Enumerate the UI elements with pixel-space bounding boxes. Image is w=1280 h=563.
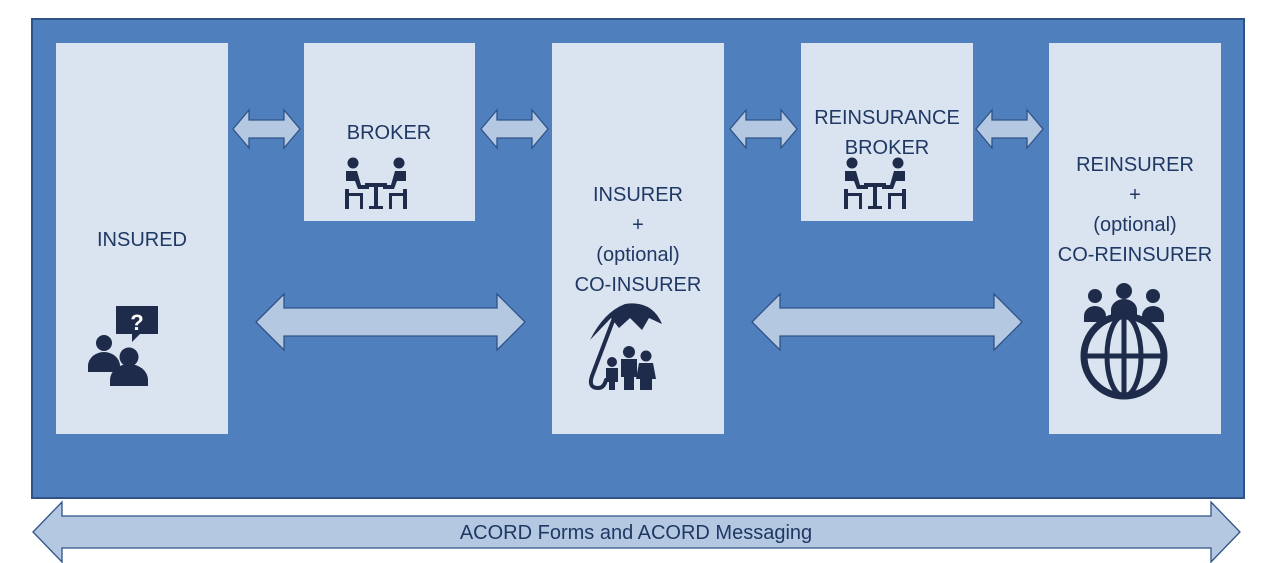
people-globe-icon <box>1080 283 1168 400</box>
insurer-line-2: + <box>632 214 644 236</box>
reinsurer-line-3: (optional) <box>1093 214 1176 236</box>
person-question-icon: ? <box>88 306 158 386</box>
broker-box <box>304 43 475 221</box>
reinsurer-line-1: REINSURER <box>1076 154 1194 176</box>
insurer-line-1: INSURER <box>593 184 683 206</box>
arrow-insurer-reinsurer <box>751 292 1023 352</box>
insured-label: INSURED <box>97 229 187 251</box>
broker-label: BROKER <box>347 122 431 144</box>
arrow-insurer-reinsurance-broker <box>729 108 798 150</box>
reinsurance-broker-line-2: BROKER <box>845 137 929 159</box>
arrow-broker-insurer <box>480 108 549 150</box>
arrow-insured-broker <box>232 108 301 150</box>
reinsurer-line-4: CO-REINSURER <box>1058 244 1212 266</box>
insurer-line-3: (optional) <box>596 244 679 266</box>
footer-label: ACORD Forms and ACORD Messaging <box>460 522 812 544</box>
svg-text:?: ? <box>130 310 143 335</box>
reinsurer-line-2: + <box>1129 184 1141 206</box>
reinsurance-broker-box <box>801 43 973 221</box>
reinsurer-box <box>1049 43 1221 434</box>
reinsurance-broker-line-1: REINSURANCE <box>814 107 960 129</box>
footer-arrow <box>32 500 1241 563</box>
arrow-insured-insurer <box>255 292 526 352</box>
arrow-reinsurance-broker-reinsurer <box>975 108 1044 150</box>
insurer-line-4: CO-INSURER <box>575 274 702 296</box>
umbrella-family-icon <box>588 303 662 391</box>
